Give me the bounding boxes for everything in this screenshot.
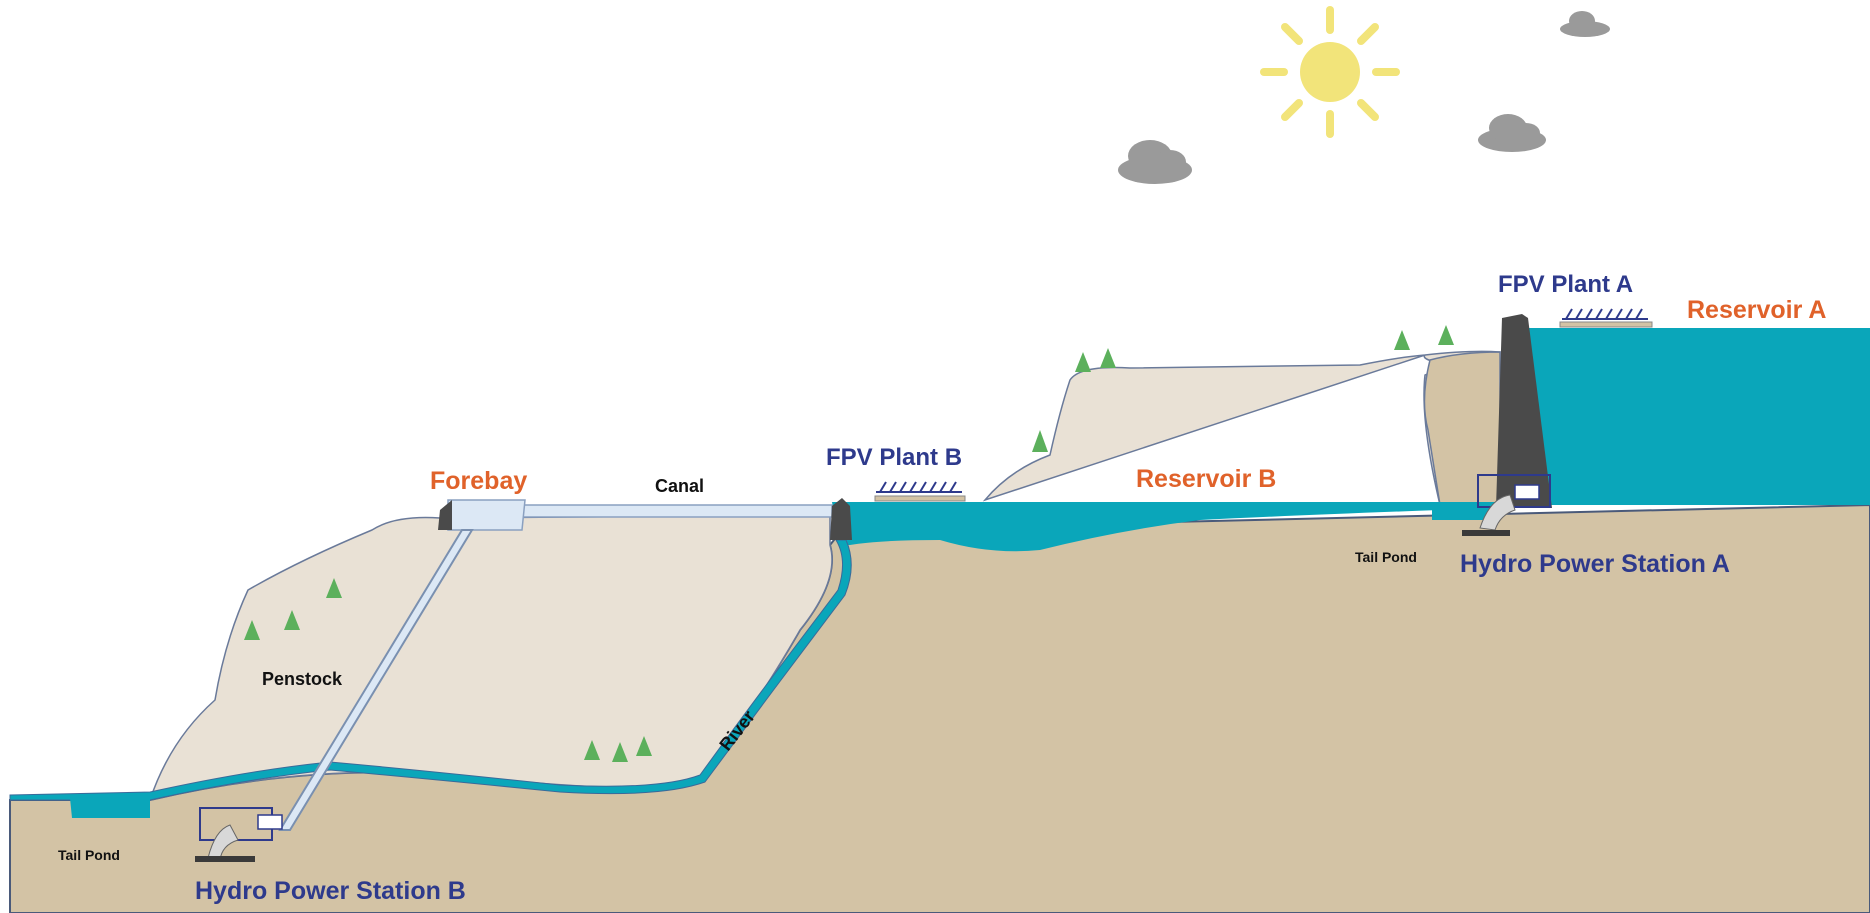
power-station-b [195, 807, 283, 862]
reservoir-b-label: Reservoir B [1136, 465, 1276, 493]
reservoir-b-water [832, 502, 1440, 552]
fpv-plant-a-label: FPV Plant A [1498, 271, 1633, 298]
forebay-gate [438, 500, 452, 530]
cloud-icon [1478, 114, 1546, 152]
hydro-station-a-label: Hydro Power Station A [1460, 550, 1730, 578]
cloud-icon [1118, 140, 1192, 184]
tree-icon [244, 325, 1454, 762]
tail-pond-a-label: Tail Pond [1355, 549, 1417, 565]
reservoir-a-label: Reservoir A [1687, 296, 1826, 324]
canal-label: Canal [655, 476, 704, 496]
tail-pond-b-water [70, 798, 150, 818]
hydro-station-b-label: Hydro Power Station B [195, 877, 466, 905]
hill-a-front [1423, 351, 1501, 506]
cloud-icon [1560, 11, 1610, 37]
penstock-pipe [278, 529, 474, 831]
forebay-basin [447, 499, 526, 531]
dam-b [830, 498, 852, 540]
canal [519, 504, 833, 518]
dam-a [1496, 314, 1552, 508]
power-station-a [1462, 474, 1551, 536]
reservoir-a-water [1520, 328, 1870, 505]
forebay-label: Forebay [430, 467, 527, 495]
hill-a [982, 350, 1501, 506]
penstock-label: Penstock [262, 669, 343, 689]
sun-icon [1260, 6, 1400, 138]
tail-pond-b-label: Tail Pond [58, 847, 120, 863]
fpv-panels-b [874, 481, 966, 502]
fpv-panels-a [1559, 308, 1653, 328]
fpv-plant-b-label: FPV Plant B [826, 444, 962, 471]
